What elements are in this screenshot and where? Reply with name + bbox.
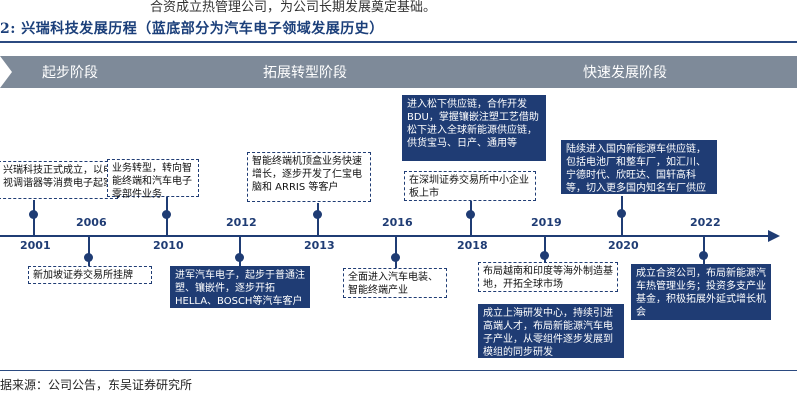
dot-2020: [617, 209, 626, 218]
year-label-2018: 2018: [457, 239, 488, 252]
event-2001: 兴瑞科技正式成立，以电视调谐器等消费电子起家: [0, 161, 118, 199]
stem-2012: [239, 236, 241, 268]
year-label-2016: 2016: [382, 216, 413, 229]
event-2006: 新加坡证券交易所挂牌: [28, 266, 152, 284]
dot-2013: [313, 210, 322, 219]
year-label-2010: 2010: [153, 239, 184, 252]
event-2022: 成立合资公司，布局新能源汽车热管理业务；投资多支产业基金，积极拓展外延式增长机会: [631, 264, 771, 320]
year-label-2020: 2020: [608, 239, 639, 252]
stage-chevron-2: [150, 56, 488, 88]
event-2016: 全面进入汽车电装、智能终端产业: [343, 268, 447, 298]
dot-2012: [235, 253, 244, 262]
year-label-2012: 2012: [226, 216, 257, 229]
dot-2018: [466, 210, 475, 219]
event-2019-shanghai: 成立上海研发中心，持续引进高端人才，布局新能源汽车电子产业，从零组件逐步发展到模…: [478, 304, 624, 358]
dot-2019: [540, 251, 549, 260]
stem-2022: [703, 236, 705, 264]
title-divider: [0, 41, 797, 43]
timeline-arrowhead: [768, 230, 780, 242]
event-2010: 业务转型，转向智能终端和汽车电子零部件业务: [107, 159, 199, 200]
year-label-2001: 2001: [20, 239, 51, 252]
event-2012: 进军汽车电子，起步于普通注塑、镶嵌件，逐步开拓HELLA、BOSCH等汽车客户: [170, 266, 310, 308]
dot-2006: [84, 253, 93, 262]
stem-2019: [544, 236, 546, 262]
event-2018-listing: 在深圳证券交易所中小企业板上市: [404, 171, 536, 201]
stage-label-rapid: 快速发展阶段: [583, 65, 667, 81]
dot-2022: [699, 251, 708, 260]
event-2018-panasonic: 进入松下供应链，合作开发BDU，掌握镶嵌注塑工艺借助松下进入全球新能源供应链，供…: [402, 95, 546, 161]
stage-label-expansion: 拓展转型阶段: [263, 65, 347, 81]
stem-2013: [317, 203, 319, 236]
intro-text: 合资成立热管理公司，为公司长期发展奠定基础。: [150, 0, 437, 15]
dot-2001: [29, 210, 38, 219]
stage-label-start: 起步阶段: [42, 65, 98, 81]
year-label-2006: 2006: [76, 216, 107, 229]
event-2020: 陆续进入国内新能源车供应链，包括电池厂和整车厂，如汇川、宁德时代、欣旺达、国轩高…: [561, 140, 717, 207]
event-2013: 智能终端机顶盒业务快速增长，逐步开发了仁宝电脑和 ARRIS 等客户: [247, 152, 371, 202]
year-label-2013: 2013: [304, 239, 335, 252]
figure-title: 2: 兴瑞科技发展历程（蓝底部分为汽车电子领域发展历史）: [0, 21, 384, 37]
stem-2016: [395, 236, 397, 268]
stem-2006: [88, 236, 90, 266]
bottom-divider: [0, 370, 797, 371]
stage-chevron-1: [0, 56, 176, 88]
year-label-2022: 2022: [690, 216, 721, 229]
year-label-2019: 2019: [531, 216, 562, 229]
source-note: 据来源：公司公告，东吴证券研究所: [0, 378, 193, 392]
dot-2010: [162, 210, 171, 219]
timeline-axis: [0, 235, 770, 237]
dot-2016: [391, 253, 400, 262]
stage-banner: [0, 56, 797, 88]
stage-chevron-3: [462, 56, 797, 88]
event-2019-overseas: 布局越南和印度等海外制造基地，开拓全球市场: [478, 262, 618, 292]
